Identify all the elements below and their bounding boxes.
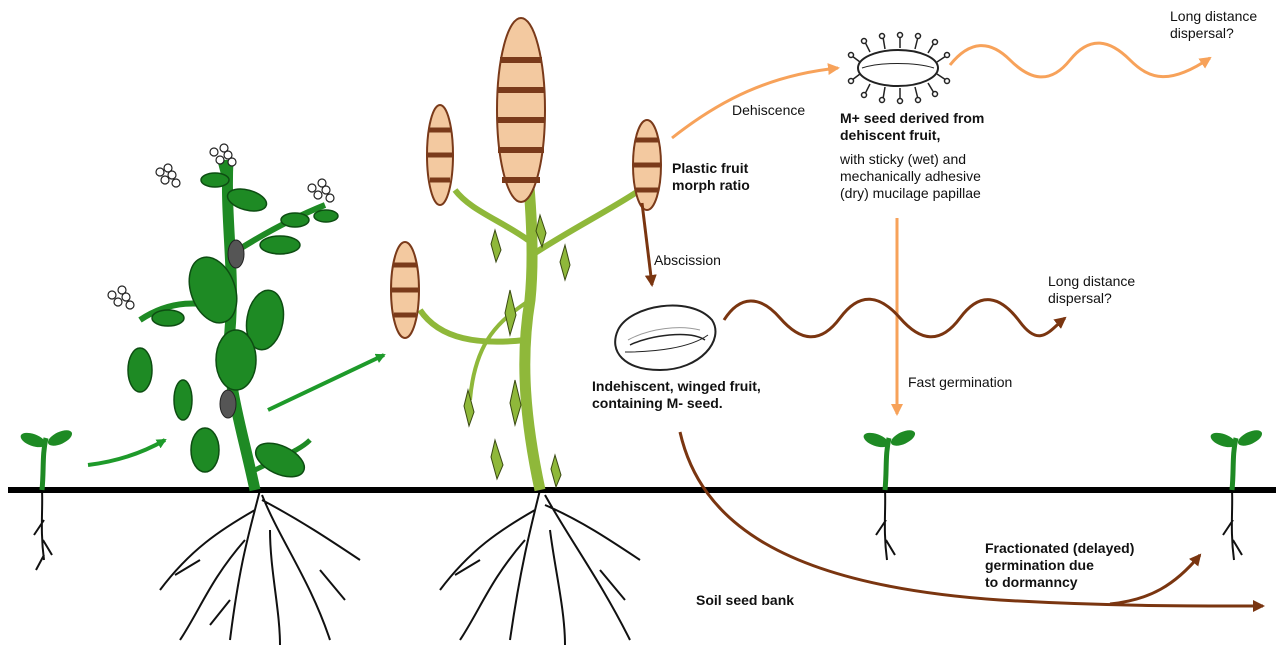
fruit-spike-left xyxy=(427,105,453,205)
winged-fruit-icon xyxy=(615,306,715,370)
long-distance-top-arrow xyxy=(950,43,1210,77)
m-plus-seed-description: with sticky (wet) and mechanically adhes… xyxy=(840,151,981,201)
dehiscence-label: Dehiscence xyxy=(732,102,805,119)
fruit-spike-right xyxy=(633,120,661,210)
mature-plant-icon xyxy=(108,144,338,490)
long-distance-top-label: Long distance dispersal? xyxy=(1170,8,1257,42)
growth-arrow-2 xyxy=(268,355,384,410)
long-distance-mid-arrow xyxy=(724,299,1065,337)
fast-germination-label: Fast germination xyxy=(908,374,1012,391)
fruiting-plant-icon xyxy=(391,18,661,490)
soil-seed-bank-label: Soil seed bank xyxy=(696,592,794,609)
growth-arrow-1 xyxy=(88,440,165,465)
abscission-label: Abscission xyxy=(654,252,721,269)
fruit-spike-lower-left xyxy=(391,242,419,338)
long-distance-mid-label: Long distance dispersal? xyxy=(1048,273,1135,307)
fruit-spike-center xyxy=(497,18,545,202)
plastic-ratio-label: Plastic fruit morph ratio xyxy=(672,160,750,194)
seedling-delayed-icon xyxy=(1209,427,1265,490)
seedling-icon xyxy=(19,427,75,490)
indehiscent-fruit-label: Indehiscent, winged fruit, containing M-… xyxy=(592,378,761,412)
m-plus-seed-title: M+ seed derived from dehiscent fruit, xyxy=(840,110,984,144)
m-plus-seed-icon xyxy=(849,33,950,104)
fractionated-germination-label: Fractionated (delayed) germination due t… xyxy=(985,540,1134,590)
seedling-fast-icon xyxy=(862,427,918,490)
abscission-arrow xyxy=(642,203,652,285)
